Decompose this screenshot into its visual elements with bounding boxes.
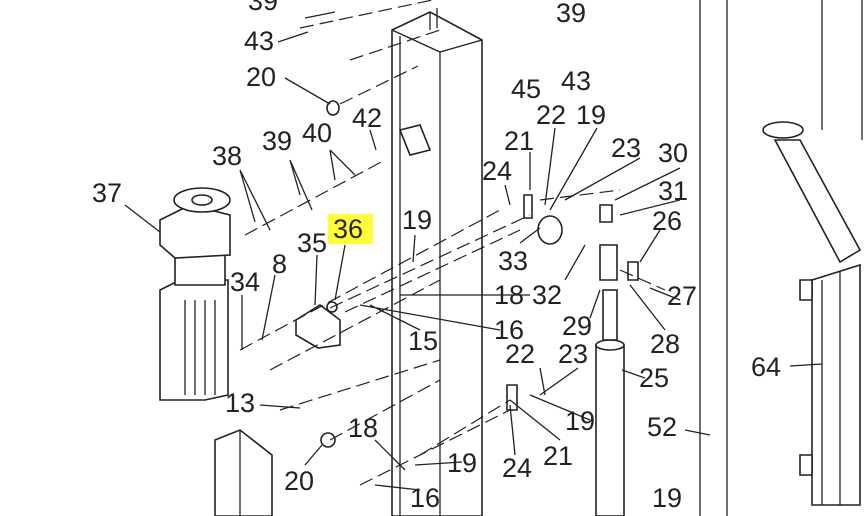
carriage-arm [762, 121, 862, 506]
hydraulic-cylinder [595, 289, 625, 516]
callout: 26 [652, 206, 682, 236]
callouts: 39 43 20 39 43 45 42 39 40 38 37 22 19 2… [92, 0, 781, 513]
callout: 38 [212, 141, 242, 171]
callout: 52 [647, 412, 677, 442]
callout: 23 [558, 339, 588, 369]
callout: 30 [658, 138, 688, 168]
small-parts [295, 100, 639, 448]
callout: 13 [225, 388, 255, 418]
power-unit [159, 187, 231, 401]
callout: 19 [402, 205, 432, 235]
control-box [214, 429, 273, 516]
callout: 37 [92, 178, 122, 208]
callout: 8 [272, 249, 287, 279]
callout: 23 [611, 133, 641, 163]
callout: 64 [751, 352, 781, 382]
callout: 31 [658, 176, 688, 206]
callout: 29 [562, 311, 592, 341]
callout: 39 [248, 0, 278, 16]
callout: 45 [511, 74, 541, 104]
callout: 20 [246, 62, 276, 92]
callout: 32 [532, 280, 562, 310]
callout: 27 [667, 281, 697, 311]
callout: 43 [561, 66, 591, 96]
callout: 19 [447, 448, 477, 478]
callout: 21 [504, 126, 534, 156]
callout: 20 [284, 466, 314, 496]
callout: 40 [302, 118, 332, 148]
callout: 33 [498, 246, 528, 276]
callout: 19 [565, 406, 595, 436]
callout: 18 [494, 280, 524, 310]
callout: 19 [576, 100, 606, 130]
callout: 16 [410, 483, 440, 513]
callout: 42 [352, 103, 382, 133]
callout: 43 [244, 26, 274, 56]
assembly-lines [239, 0, 666, 486]
callout: 24 [502, 453, 532, 483]
callout-highlight [328, 214, 373, 244]
callout: 39 [556, 0, 586, 28]
leader-lines [124, 11, 823, 491]
callout: 18 [348, 413, 378, 443]
callout: 28 [650, 329, 680, 359]
callout: 39 [262, 126, 292, 156]
right-column [699, 0, 863, 516]
callout: 24 [482, 156, 512, 186]
callout: 16 [494, 315, 524, 345]
callout: 34 [230, 267, 260, 297]
main-column [391, 8, 483, 516]
callout: 22 [505, 339, 535, 369]
callout: 35 [297, 228, 327, 258]
callout: 19 [652, 483, 682, 513]
callout: 25 [639, 363, 669, 393]
callout: 36 [333, 214, 363, 244]
callout: 22 [536, 100, 566, 130]
callout: 21 [543, 441, 573, 471]
callout: 15 [408, 326, 438, 356]
